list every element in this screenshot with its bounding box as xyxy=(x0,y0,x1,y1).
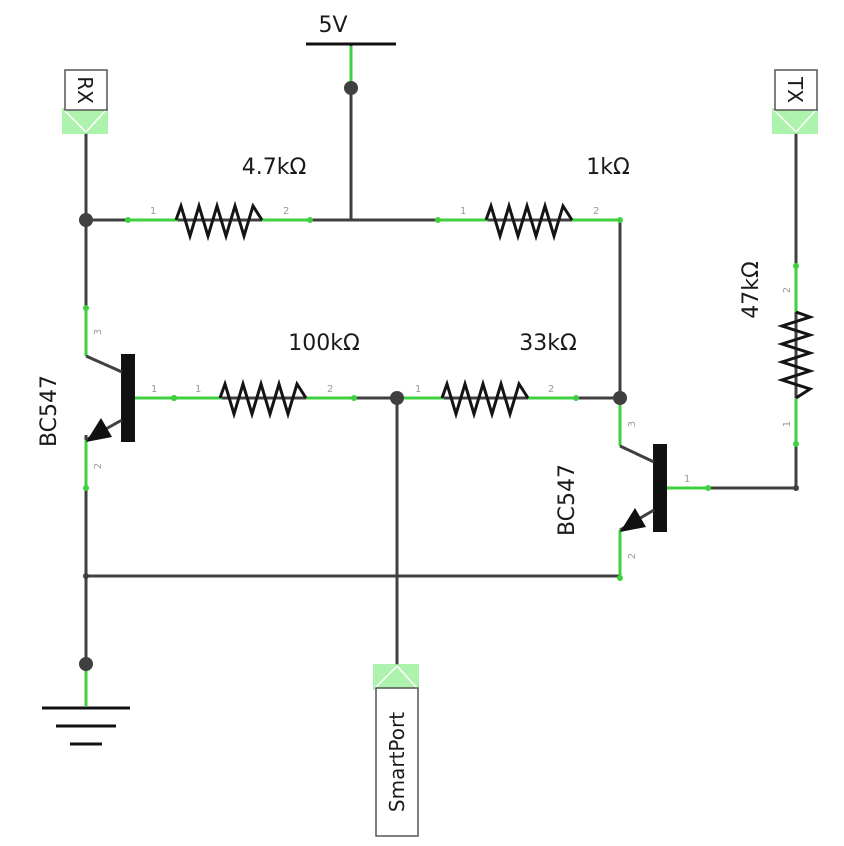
q1-pin2-number: 2 xyxy=(93,463,104,469)
r5-pin1-number: 1 xyxy=(782,421,793,427)
resistor-r2: 1 2 1kΩ xyxy=(435,155,630,242)
supply-5v: 5V xyxy=(306,13,396,95)
q2-label: BC547 xyxy=(555,464,580,536)
r3-pin1-number: 1 xyxy=(195,384,201,395)
r2-pin2-dot xyxy=(617,217,623,223)
r2-body xyxy=(484,200,574,242)
q1-pin2-dot xyxy=(83,485,89,491)
q2-emitter-arrow xyxy=(620,508,646,532)
r1-pin2-number: 2 xyxy=(283,206,289,217)
r4-pin1-number: 1 xyxy=(415,384,421,395)
port-rx: RX xyxy=(62,69,108,134)
port-smartport: SmartPort xyxy=(373,664,419,837)
q1-label: BC547 xyxy=(37,375,62,447)
r5-value-label: 47kΩ xyxy=(739,261,764,319)
port-tx-label: TX xyxy=(783,76,807,103)
port-tx-highlight xyxy=(772,108,818,134)
q2-pin1-dot xyxy=(705,485,711,491)
r4-body xyxy=(440,378,530,420)
r2-pin2-number: 2 xyxy=(593,206,599,217)
q1-base-bar xyxy=(121,354,135,442)
port-rx-label: RX xyxy=(73,76,97,104)
r4-pin2-number: 2 xyxy=(548,384,554,395)
r4-pin2-dot xyxy=(573,395,579,401)
r5-pin2-dot xyxy=(793,263,799,269)
q1-emitter-arrow xyxy=(86,418,112,442)
r3-body xyxy=(218,378,308,420)
r2-pin1-dot xyxy=(435,217,441,223)
q1-pin3-dot xyxy=(83,305,89,311)
port-smartport-arrow xyxy=(374,664,418,689)
q2-base-bar xyxy=(653,444,667,532)
port-tx-arrow xyxy=(773,109,817,134)
resistor-r1: 1 2 4.7kΩ xyxy=(125,155,313,242)
ground-junction xyxy=(79,657,93,671)
resistor-r4: 1 2 33kΩ xyxy=(398,331,579,420)
r1-body xyxy=(174,200,264,242)
port-tx-box xyxy=(774,69,818,111)
port-smartport-box xyxy=(375,687,419,837)
r3-pin2-dot xyxy=(351,395,357,401)
port-rx-highlight xyxy=(62,108,108,134)
junction-bottom-left xyxy=(83,573,89,579)
junction-tx-base xyxy=(793,485,799,491)
r1-pin1-dot xyxy=(125,217,131,223)
r2-value-label: 1kΩ xyxy=(586,155,630,180)
r2-pin1-number: 1 xyxy=(460,206,466,217)
r4-value-label: 33kΩ xyxy=(519,331,577,356)
junctions xyxy=(79,213,799,579)
junction-q2-collector xyxy=(613,391,627,405)
port-smartport-highlight xyxy=(373,664,419,690)
resistor-r3: 1 2 100kΩ xyxy=(171,331,360,420)
r5-pin1-dot xyxy=(793,441,799,447)
port-smartport-label: SmartPort xyxy=(385,712,409,812)
junction-rx-top xyxy=(79,213,93,227)
r5-body xyxy=(777,310,815,400)
q1-pin1-number: 1 xyxy=(151,384,157,395)
q1-collector-line xyxy=(85,354,123,374)
r1-value-label: 4.7kΩ xyxy=(242,155,307,180)
r1-pin2-dot xyxy=(307,217,313,223)
wires xyxy=(84,45,798,700)
q2-pin2-number: 2 xyxy=(627,553,638,559)
q2-pin2-dot xyxy=(617,575,623,581)
r5-pin2-number: 2 xyxy=(782,287,793,293)
q2-pin1-number: 1 xyxy=(684,474,690,485)
junction-smartport xyxy=(390,391,404,405)
q2-collector-line xyxy=(619,444,655,464)
transistor-q1: 3 2 1 BC547 xyxy=(37,305,177,491)
port-rx-box xyxy=(64,69,108,111)
r1-pin1-number: 1 xyxy=(150,206,156,217)
q1-pin1-dot xyxy=(171,395,177,401)
transistor-q2: 3 2 1 BC547 xyxy=(555,400,711,581)
resistor-r5: 2 1 47kΩ xyxy=(739,261,815,447)
r3-value-label: 100kΩ xyxy=(288,331,360,356)
supply-label: 5V xyxy=(318,13,347,38)
r3-pin2-number: 2 xyxy=(327,384,333,395)
q1-pin3-number: 3 xyxy=(93,329,104,335)
ground-symbol xyxy=(42,657,130,746)
port-rx-arrow xyxy=(63,109,107,134)
port-tx: TX xyxy=(772,69,818,134)
supply-junction xyxy=(344,81,358,95)
q2-pin3-number: 3 xyxy=(627,421,638,427)
